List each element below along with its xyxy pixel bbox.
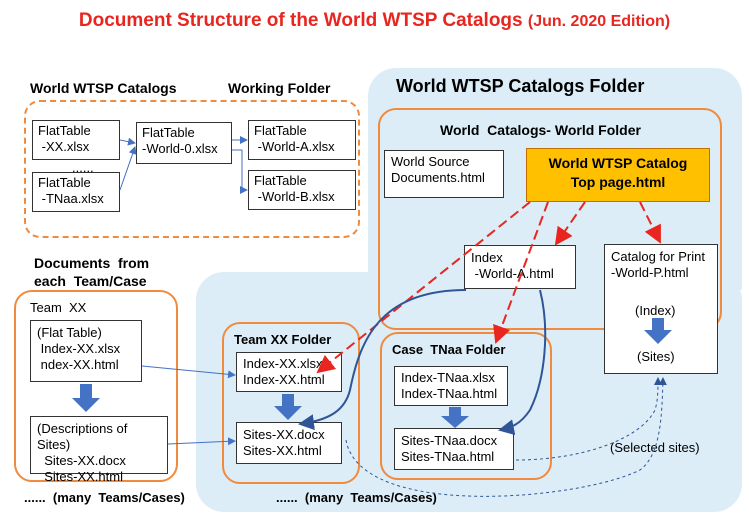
team-folder-frame bbox=[222, 322, 360, 484]
red-arrow-to-index bbox=[554, 201, 586, 246]
flattable-worlda-box[interactable]: FlatTable -World-A.xlsx bbox=[248, 120, 356, 160]
selected-sites-label: (Selected sites) bbox=[610, 440, 700, 455]
case-folder-frame bbox=[380, 332, 552, 480]
top-page-line1: World WTSP Catalog bbox=[548, 155, 688, 171]
docs-from-line2: each Team/Case bbox=[34, 273, 147, 289]
flattable-worldb-line1: FlatTable bbox=[254, 173, 307, 188]
red-arrow-to-print bbox=[639, 201, 661, 244]
team-folder-sites-line1: Sites-XX.docx bbox=[243, 427, 325, 442]
team-folder-sites-line2: Sites-XX.html bbox=[243, 443, 322, 458]
block-arrow-team-folder bbox=[274, 394, 302, 420]
case-folder-index-box[interactable]: Index-TNaa.xlsx Index-TNaa.html bbox=[394, 366, 508, 406]
team-folder-index-box[interactable]: Index-XX.xlsx Index-XX.html bbox=[236, 352, 342, 392]
team-flat-box[interactable]: (Flat Table) Index-XX.xlsx ndex-XX.html bbox=[30, 320, 142, 382]
case-folder-index-line2: Index-TNaa.html bbox=[401, 386, 498, 401]
working-label-right: Working Folder bbox=[228, 80, 331, 96]
flattable-xx-box[interactable]: FlatTable -XX.xlsx bbox=[32, 120, 120, 160]
flattable-world0-box[interactable]: FlatTable -World-0.xlsx bbox=[136, 122, 232, 164]
catalogs-folder-label: World WTSP Catalogs Folder bbox=[396, 76, 645, 96]
block-arrow-print bbox=[644, 318, 672, 344]
catalog-print-sites: (Sites) bbox=[637, 349, 675, 364]
team-desc-line2: Sites-XX.docx bbox=[37, 453, 126, 468]
top-page-box[interactable]: World WTSP Catalog Top page.html bbox=[526, 148, 710, 202]
catalog-print-line1: Catalog for Print bbox=[611, 249, 705, 264]
title-edition: (Jun. 2020 Edition) bbox=[527, 13, 671, 30]
many-teams-label-2: ...... (many Teams/Cases) bbox=[276, 490, 437, 505]
case-folder-sites-line1: Sites-TNaa.docx bbox=[401, 433, 498, 448]
case-folder-sites-line2: Sites-TNaa.html bbox=[401, 449, 495, 464]
top-page-line2: Top page.html bbox=[570, 174, 666, 190]
flattable-world0-line2: -World-0.xlsx bbox=[142, 141, 218, 156]
flattable-worldb-box[interactable]: FlatTable -World-B.xlsx bbox=[248, 170, 356, 210]
catalog-print-line2: -World-P.html bbox=[611, 265, 689, 280]
working-folder-frame bbox=[24, 100, 360, 238]
case-folder-sites-box[interactable]: Sites-TNaa.docx Sites-TNaa.html bbox=[394, 428, 514, 470]
index-world-a-line2: -World-A.html bbox=[471, 266, 554, 281]
many-teams-label-1: ...... (many Teams/Cases) bbox=[24, 490, 185, 505]
red-arrow-to-case-sites bbox=[493, 201, 549, 344]
index-world-a-line1: Index bbox=[471, 250, 503, 265]
flattable-world0-line1: FlatTable bbox=[142, 125, 195, 140]
index-world-a-box[interactable]: Index -World-A.html bbox=[464, 245, 576, 289]
arrow-world0-to-worldb bbox=[232, 149, 248, 194]
flattable-worldb-line2: -World-B.xlsx bbox=[254, 189, 335, 204]
docs-from-line1: Documents from bbox=[34, 255, 150, 271]
team-desc-line1: (Descriptions of Sites) bbox=[37, 421, 128, 452]
world-source-box[interactable]: World Source Documents.html bbox=[384, 150, 504, 198]
team-flat-line1: (Flat Table) bbox=[37, 325, 102, 340]
world-source-line2: Documents.html bbox=[391, 170, 485, 185]
case-folder-index-line1: Index-TNaa.xlsx bbox=[401, 370, 495, 385]
catalog-print-index: (Index) bbox=[635, 303, 676, 318]
curve-index-to-team-sites bbox=[298, 289, 467, 431]
arrow-xx-to-world0 bbox=[119, 137, 136, 146]
flattable-worlda-line2: -World-A.xlsx bbox=[254, 139, 335, 154]
case-folder-label: Case TNaa Folder bbox=[392, 342, 506, 357]
team-folder-sites-box[interactable]: Sites-XX.docx Sites-XX.html bbox=[236, 422, 342, 464]
flattable-xx-line1: FlatTable bbox=[38, 123, 91, 138]
world-source-line1: World Source bbox=[391, 154, 470, 169]
arrow-tnaa-to-world0 bbox=[119, 146, 137, 191]
curve-index-to-case-sites bbox=[498, 289, 547, 436]
block-arrow-case-folder bbox=[441, 407, 469, 428]
arrow-team-desc-to-folder bbox=[167, 437, 236, 446]
team-desc-box[interactable]: (Descriptions of Sites) Sites-XX.docx Si… bbox=[30, 416, 168, 484]
flattable-tnaa-line1: FlatTable bbox=[38, 175, 91, 190]
team-folder-index-line1: Index-XX.xlsx bbox=[243, 356, 323, 371]
team-flat-line2: Index-XX.xlsx bbox=[37, 341, 121, 356]
team-label: Team XX bbox=[30, 300, 87, 315]
docs-from-label: Documents from each Team/Case bbox=[34, 254, 149, 290]
page-title: Document Structure of the World WTSP Cat… bbox=[0, 10, 749, 32]
title-main: Document Structure of the World WTSP Cat… bbox=[78, 10, 523, 31]
flattable-xx-line2: -XX.xlsx bbox=[38, 139, 90, 154]
flattable-tnaa-box[interactable]: FlatTable -TNaa.xlsx bbox=[32, 172, 120, 212]
flattable-tnaa-line2: -TNaa.xlsx bbox=[38, 191, 104, 206]
team-folder-index-line2: Index-XX.html bbox=[243, 372, 325, 387]
working-dots: ...... bbox=[72, 160, 94, 175]
dotted-team-to-print bbox=[345, 377, 667, 497]
team-frame bbox=[14, 290, 178, 482]
flattable-worlda-line1: FlatTable bbox=[254, 123, 307, 138]
catalog-print-box[interactable]: Catalog for Print -World-P.html (Index) … bbox=[604, 244, 718, 374]
world-folder-label: World Catalogs- World Folder bbox=[440, 122, 641, 138]
working-label-left: World WTSP Catalogs bbox=[30, 80, 177, 96]
block-arrow-team bbox=[72, 384, 100, 412]
world-folder-frame bbox=[378, 108, 722, 330]
red-arrow-to-team-sites bbox=[316, 201, 531, 374]
team-flat-line3: ndex-XX.html bbox=[37, 357, 119, 372]
team-folder-label: Team XX Folder bbox=[234, 332, 332, 347]
team-desc-line3: Sites-XX.html bbox=[37, 469, 123, 484]
arrow-team-flat-to-folder bbox=[141, 365, 236, 379]
